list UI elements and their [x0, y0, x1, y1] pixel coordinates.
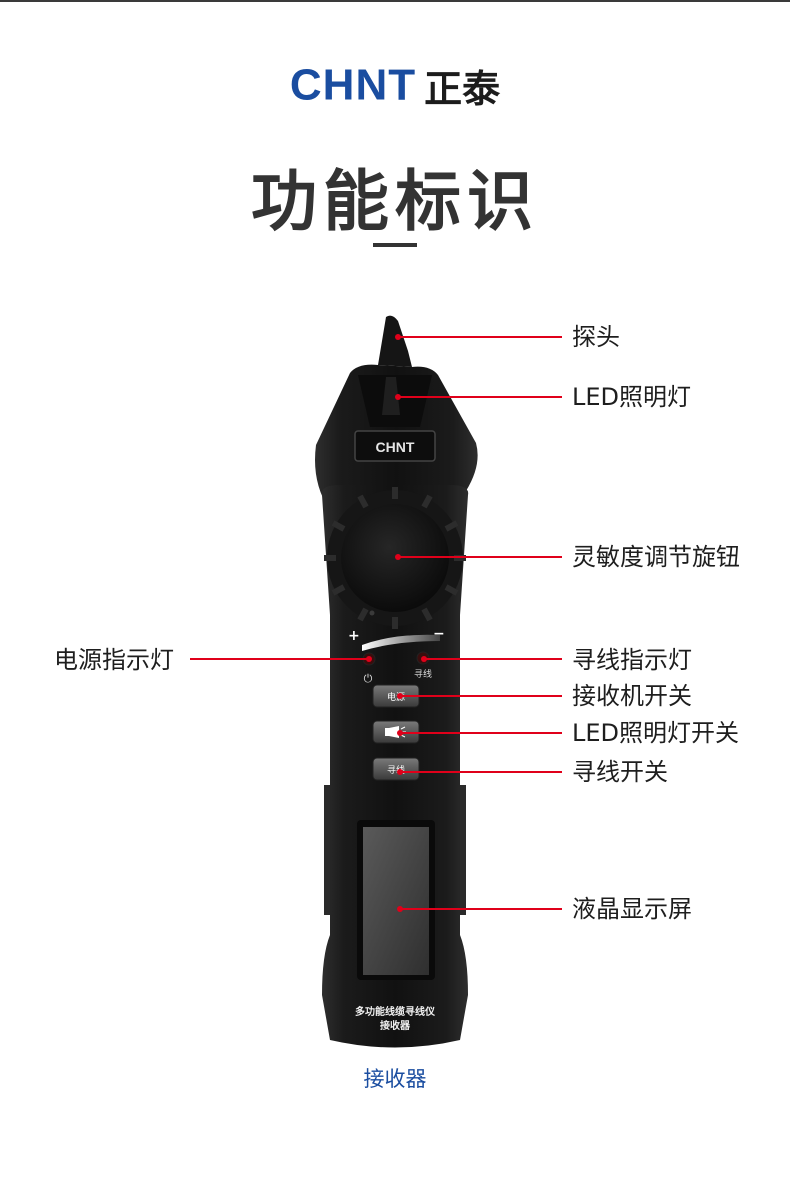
callout-led-switch: LED照明灯开关: [572, 719, 740, 747]
lcd-screen: [363, 827, 429, 975]
callout-probe: 探头: [572, 323, 620, 351]
callout-line-trace-switch: [400, 771, 562, 773]
callout-line-led: [398, 396, 562, 398]
callout-dot-trace-indicator: [421, 656, 427, 662]
callout-power-indicator: 电源指示灯: [54, 646, 174, 674]
callout-dot-receiver-switch: [397, 693, 403, 699]
device-name-line2: 接收器: [380, 1019, 411, 1032]
svg-text:⏻: ⏻: [364, 672, 373, 685]
callout-sensitivity-knob: 灵敏度调节旋钮: [572, 543, 740, 571]
callout-trace-indicator: 寻线指示灯: [572, 646, 692, 674]
callout-dot-lcd: [397, 906, 403, 912]
callout-dot-probe: [395, 334, 401, 340]
brand-logo-cn: 正泰: [424, 67, 501, 111]
callout-line-probe: [398, 336, 562, 338]
callout-line-led-switch: [400, 732, 562, 734]
tracer-receiver-device: CHNT + − ⏻ 寻线 电源 寻线: [315, 315, 478, 1048]
callout-line-receiver-switch: [400, 695, 562, 697]
callout-trace-switch: 寻线开关: [572, 758, 668, 786]
callout-dot-trace-switch: [397, 769, 403, 775]
callout-line-power-indicator: [190, 658, 370, 660]
callout-receiver-switch: 接收机开关: [572, 682, 692, 710]
device-badge: CHNT: [376, 439, 415, 455]
title-underline: [373, 243, 417, 247]
callout-dot-led: [395, 394, 401, 400]
device-caption: 接收器: [363, 1067, 427, 1091]
sensitivity-arc: [362, 634, 440, 651]
callout-line-trace-indicator: [424, 658, 562, 660]
callout-line-knob: [398, 556, 562, 558]
page-title: 功能标识: [251, 163, 539, 240]
svg-text:−: −: [433, 626, 445, 642]
callout-line-lcd: [400, 908, 562, 910]
callout-led-light: LED照明灯: [572, 383, 692, 411]
device-name-line1: 多功能线缆寻线仪: [355, 1005, 436, 1018]
trace-indicator-text: 寻线: [414, 668, 432, 680]
svg-text:+: +: [348, 628, 360, 644]
top-border-line: [0, 0, 790, 2]
callout-dot-knob: [395, 554, 401, 560]
trace-button: [372, 757, 420, 781]
callout-dot-led-switch: [397, 730, 403, 736]
probe-tip: [378, 315, 412, 367]
brand-logo-en: CHNT: [289, 60, 417, 110]
badge-plate: [354, 430, 436, 462]
led-button-icon: [385, 726, 406, 738]
callout-lcd: 液晶显示屏: [572, 895, 692, 923]
callout-dot-power-indicator: [366, 656, 372, 662]
